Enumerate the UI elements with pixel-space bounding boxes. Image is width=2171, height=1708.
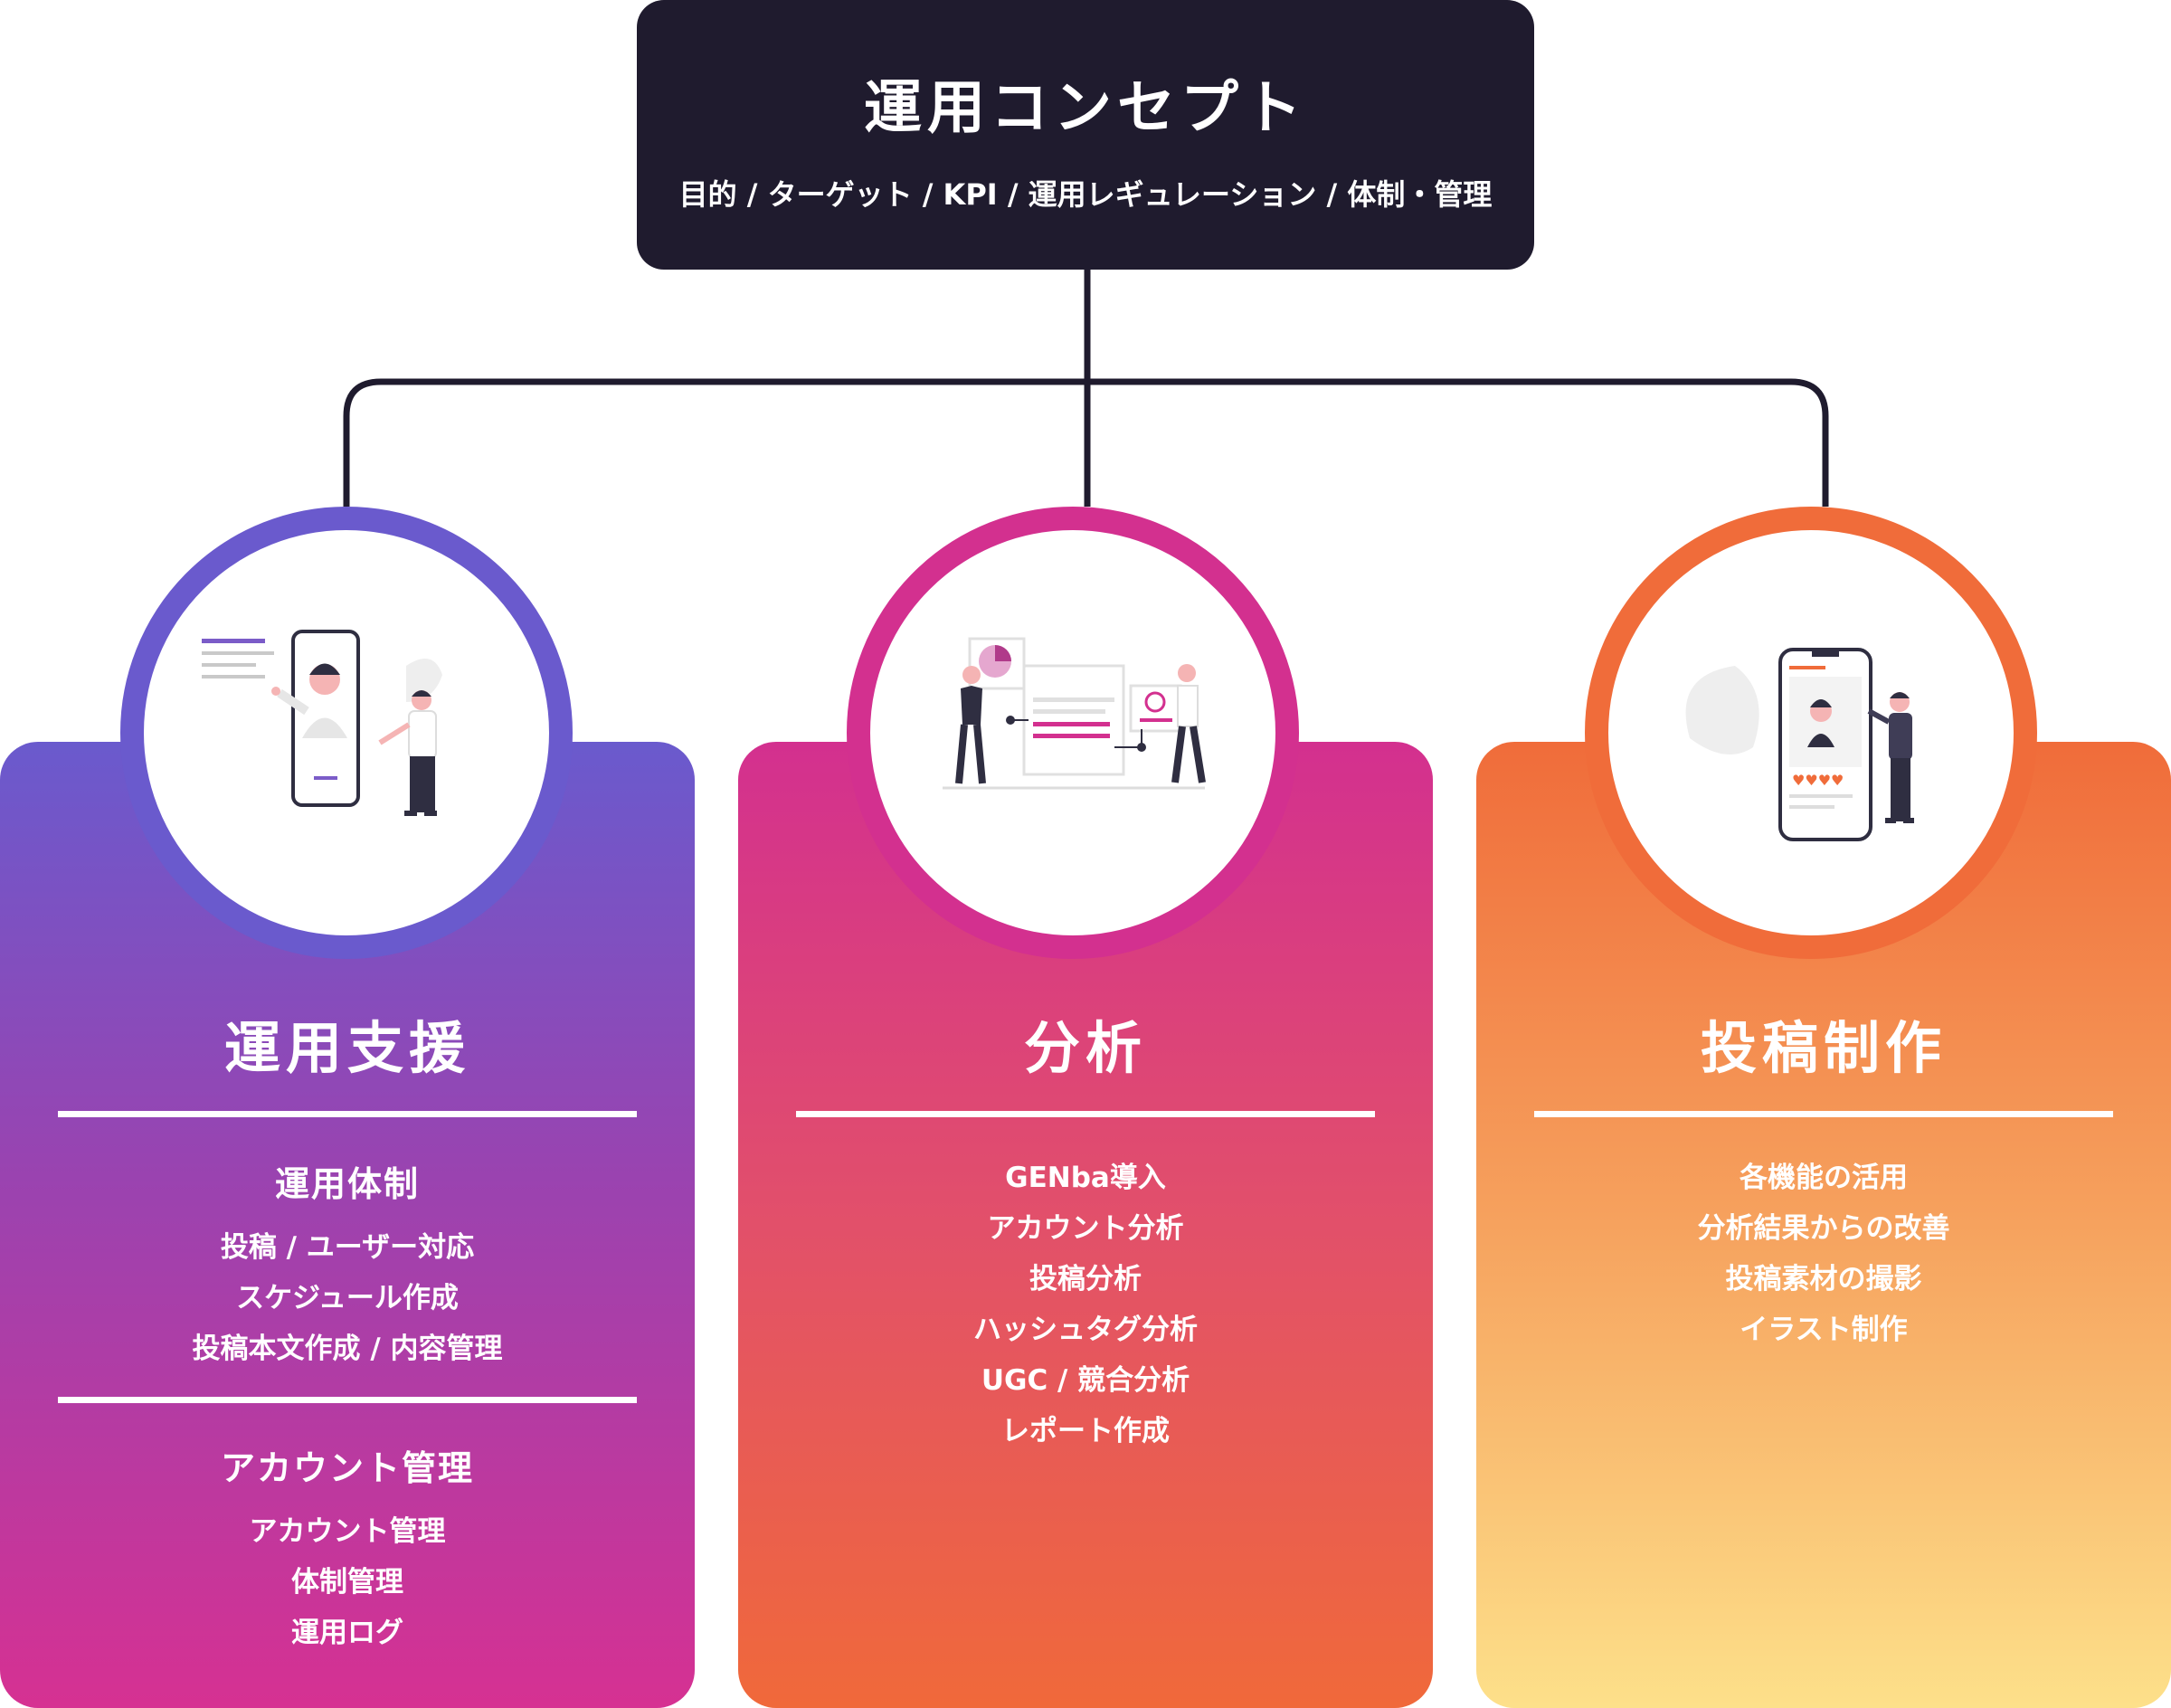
analysis-item: ハッシュタグ分析: [973, 1314, 1198, 1346]
concept-box: 運用コンセプト 目的 / ターゲット / KPI / 運用レギュレーション / …: [637, 0, 1534, 270]
support-illustration-circle: [120, 507, 573, 959]
svg-text:♥♥♥♥: ♥♥♥♥: [1792, 772, 1844, 789]
connector-lines: [343, 270, 1829, 507]
data-analysis-illustration: [943, 637, 1206, 790]
production-item: 投稿素材の撮影: [1725, 1263, 1922, 1295]
production-title: 投稿制作: [1700, 1015, 1947, 1081]
production-item: 各機能の活用: [1740, 1162, 1908, 1194]
analysis-title: 分析: [1023, 1015, 1147, 1081]
production-illustration-circle: ♥♥♥♥: [1585, 507, 2037, 959]
support-item: アカウント管理: [249, 1515, 446, 1548]
concept-subtitle: 目的 / ターゲット / KPI / 運用レギュレーション / 体制・管理: [678, 177, 1493, 212]
production-item: 分析結果からの改善: [1697, 1212, 1950, 1245]
support-section-heading: 運用体制: [274, 1164, 420, 1204]
analysis-item: アカウント分析: [987, 1212, 1184, 1245]
support-item: 体制管理: [291, 1566, 403, 1599]
analysis-title-divider: [796, 1111, 1375, 1117]
support-section-divider: [58, 1397, 637, 1403]
support-item: 投稿 / ユーザー対応: [220, 1231, 475, 1264]
support-title: 運用支援: [223, 1015, 470, 1081]
analysis-illustration-circle: [847, 507, 1299, 959]
analysis-item: 投稿分析: [1029, 1263, 1142, 1295]
production-title-divider: [1534, 1111, 2113, 1117]
analysis-item: GENba導入: [1005, 1162, 1166, 1194]
concept-title: 運用コンセプト: [864, 75, 1307, 142]
support-item: 投稿本文作成 / 内容管理: [192, 1333, 503, 1365]
phone-person-illustration: [202, 630, 442, 816]
phone-post-illustration: ♥♥♥♥: [1685, 648, 1914, 841]
support-title-divider: [58, 1111, 637, 1117]
support-item: 運用ログ: [291, 1617, 403, 1649]
production-item: イラスト制作: [1740, 1314, 1908, 1346]
support-section-heading: アカウント管理: [220, 1448, 474, 1488]
analysis-item: レポート作成: [1001, 1415, 1170, 1447]
analysis-item: UGC / 競合分析: [981, 1364, 1190, 1397]
support-item: スケジュール作成: [236, 1282, 459, 1314]
